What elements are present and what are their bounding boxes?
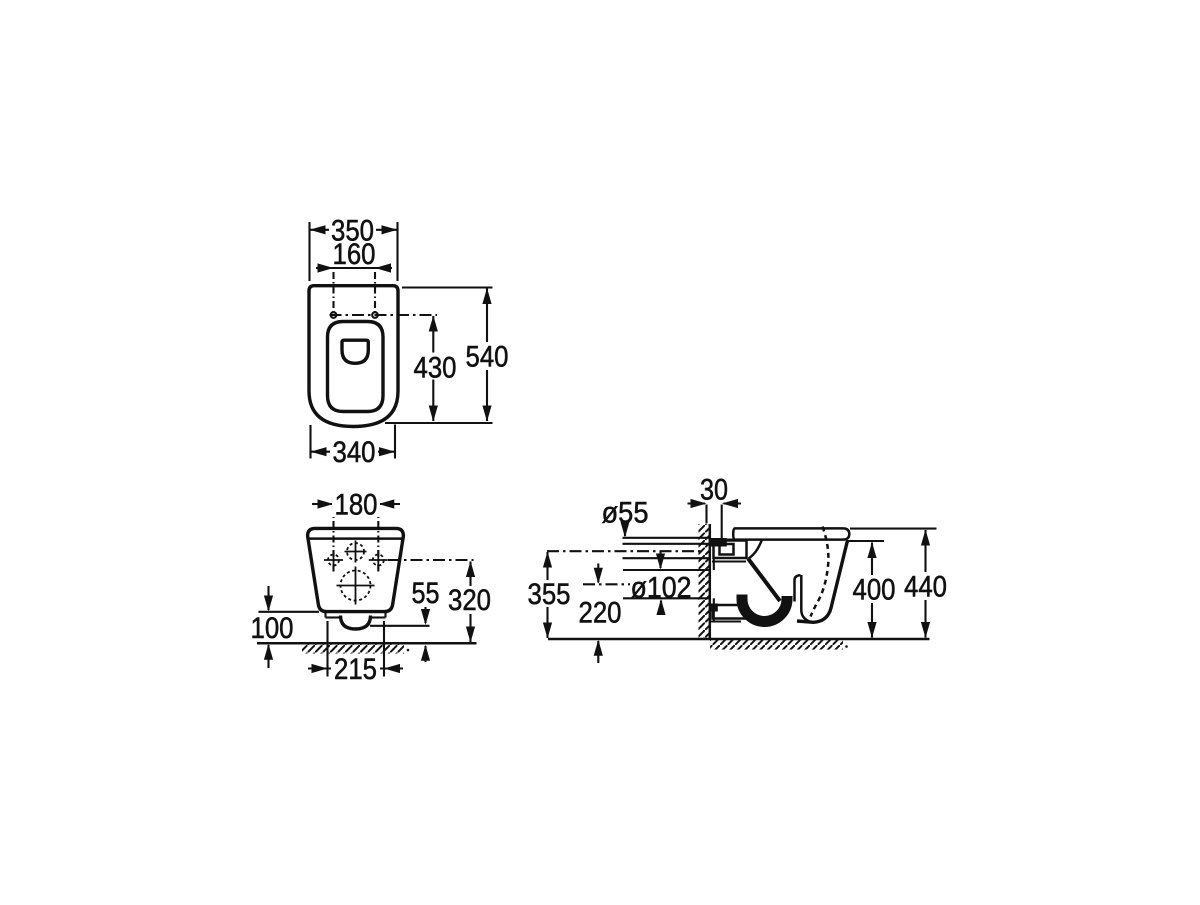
dim-fixing-height: 320 xyxy=(445,561,494,643)
outlet-symbol xyxy=(336,566,375,605)
dim-top-height: 440 xyxy=(902,529,950,638)
dim-label-355: 355 xyxy=(528,578,571,611)
inlet-pipe xyxy=(547,536,710,560)
dim-label-180: 180 xyxy=(335,488,378,521)
toilet-top-outline xyxy=(307,284,400,429)
dim-label-340: 340 xyxy=(333,436,376,469)
toilet-top-drain xyxy=(340,338,370,366)
hatch-dot-front xyxy=(406,648,410,652)
toilet-side-profile xyxy=(710,526,851,627)
toilet-top-bowl xyxy=(325,319,385,414)
dim-label-430: 430 xyxy=(414,351,457,384)
floor-hatch-front xyxy=(302,644,404,654)
inlet-symbol xyxy=(344,540,367,563)
dim-rim-height: 400 xyxy=(851,542,898,638)
bowl-outer-edge xyxy=(796,540,850,625)
dim-inlet-diameter: ø55 xyxy=(601,496,649,538)
dim-fixing-spacing: 180 xyxy=(312,488,400,522)
dim-base-width: 340 xyxy=(310,436,395,469)
trap-u-bend xyxy=(736,594,793,627)
hatch-dot-side xyxy=(845,645,848,648)
dim-overall-depth: 540 xyxy=(463,288,512,422)
dim-label-d55: ø55 xyxy=(602,497,649,530)
dim-label-100: 100 xyxy=(251,612,294,645)
dim-bowl-depth: 430 xyxy=(411,315,459,422)
front-view: 180 55 320 100 215 xyxy=(250,488,494,686)
dim-outlet-diameter: ø102 xyxy=(630,552,692,615)
dim-inlet-spacing: 160 xyxy=(316,238,392,273)
dim-label-540: 540 xyxy=(466,341,509,374)
dim-wall-gap: 30 xyxy=(687,473,741,509)
dim-label-400: 400 xyxy=(853,574,896,607)
dim-outlet-axis-height: 220 xyxy=(578,563,622,663)
bracket-hole xyxy=(718,542,735,556)
dim-label-d102: ø102 xyxy=(631,572,692,605)
dim-label-30: 30 xyxy=(700,474,728,507)
top-view: 350 160 430 540 340 xyxy=(307,214,512,469)
dim-label-220: 220 xyxy=(579,597,622,630)
dim-label-350: 350 xyxy=(331,214,374,247)
bowl-hidden-contour xyxy=(809,526,830,617)
dim-label-215: 215 xyxy=(334,653,377,686)
dim-label-160: 160 xyxy=(333,238,376,271)
side-view: 30 ø55 ø102 355 220 xyxy=(526,473,950,663)
dim-label-440: 440 xyxy=(904,571,947,604)
side-view-extension-lines xyxy=(705,504,937,543)
wall-hatch xyxy=(698,524,710,639)
floor-hatch-side xyxy=(710,640,843,650)
toilet-front-bottom-detail xyxy=(324,611,387,631)
wall-anchor-bottom xyxy=(710,603,718,612)
seat-profile xyxy=(731,527,851,541)
dim-overall-width: 350 xyxy=(309,214,398,248)
dim-drain-width: 215 xyxy=(308,653,403,686)
dim-inlet-axis-height: 355 xyxy=(526,551,572,639)
dim-label-320: 320 xyxy=(448,584,491,617)
dim-bottom-clearance: 100 xyxy=(250,586,294,668)
dim-label-55: 55 xyxy=(412,577,440,610)
wall-anchor-top xyxy=(710,538,727,547)
top-view-extension-lines xyxy=(308,222,493,459)
dim-drain-to-floor: 55 xyxy=(411,577,440,662)
